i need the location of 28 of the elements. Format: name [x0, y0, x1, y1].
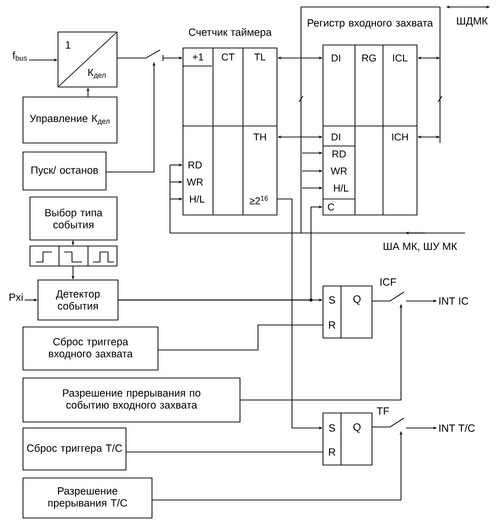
signal-label: INT T/C [439, 424, 475, 432]
node-label: Счетчик таймера [188, 28, 272, 38]
trigger-block: S R Q [322, 412, 372, 466]
signal-label: TF [376, 407, 389, 415]
edge-type-selector [30, 246, 118, 266]
signal-label: f$_{bus}$ [12, 51, 27, 61]
process-box: Разрешение прерывания T/C [22, 478, 152, 518]
signal-line [372, 292, 404, 302]
signal-line [158, 324, 323, 350]
capture-register-block: Регистр входного захвата DI RG ICL DI ICH RD WR H/L C [308, 19, 433, 216]
signal-line [372, 418, 404, 428]
timer-counter-block: Счетчик таймера +1 CT TL TH RD WR H/L ≥2$^{16}$ [182, 28, 278, 216]
process-box: Детектор события [38, 280, 118, 320]
trigger-block: S R Q [322, 286, 372, 338]
signal-label: INT IC [439, 297, 468, 305]
process-box: Пуск/ останов [22, 152, 106, 190]
process-box: Управление К$_{дел}$ [22, 96, 118, 144]
process-box: Сброс триггера T/C [22, 428, 126, 470]
signal-line [117, 50, 160, 58]
signal-label: ША МК, ШУ МК [384, 242, 458, 252]
divider-block: 1 К$_{дел}$ [58, 32, 118, 88]
signal-label: ICF [380, 278, 396, 286]
process-box: Выбор типа события [30, 196, 118, 240]
process-box: Сброс триггера входного захвата [22, 326, 158, 370]
node-label: Регистр входного захвата [308, 19, 433, 29]
signal-label: ШДМК [457, 17, 488, 27]
process-box: Разрешение прерывания по событию входного захвата [22, 378, 240, 422]
signal-label: Pxi [10, 293, 23, 301]
